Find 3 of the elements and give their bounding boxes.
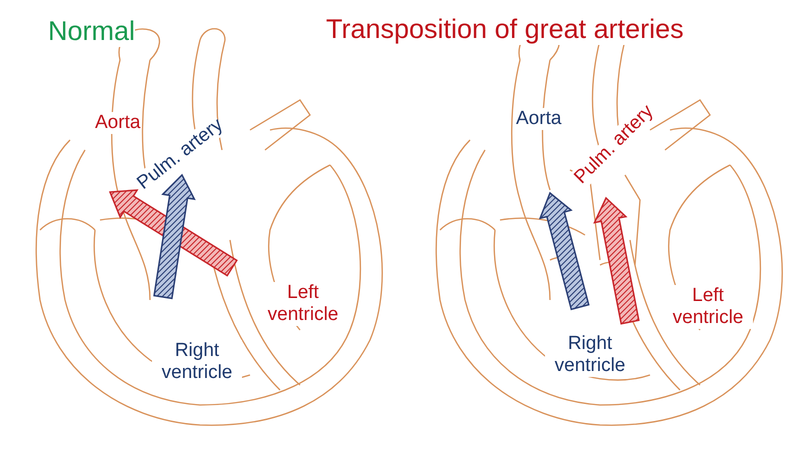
structure-label: Right ventricle	[152, 340, 242, 384]
structure-label: Aorta	[516, 108, 562, 130]
structure-label: Aorta	[95, 112, 140, 134]
